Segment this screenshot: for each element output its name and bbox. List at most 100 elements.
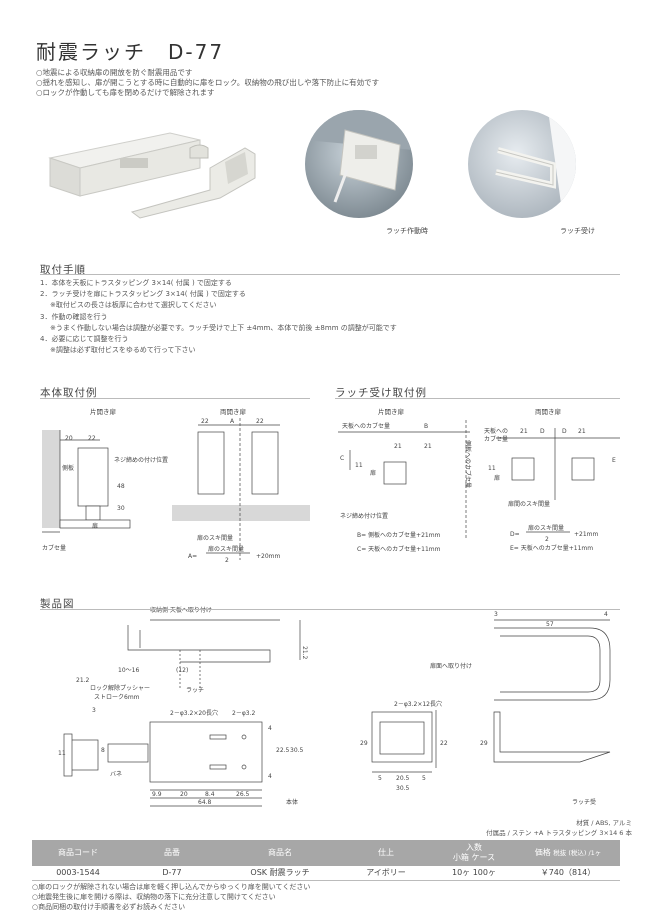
dim-30-5: 30.5 bbox=[290, 747, 304, 754]
label-top-mount: 収納側 天板へ取り付け bbox=[150, 606, 212, 614]
label-hole-round: 2－φ3.2 bbox=[232, 710, 256, 717]
warning-notes: ○扉のロックが解除されない場合は扉を軽く押し込んでからゆっくり扉を開いてください… bbox=[32, 882, 310, 912]
dim-r22: 22 bbox=[440, 740, 448, 747]
label-screw-r: ネジ締め付け位置 bbox=[340, 512, 388, 520]
caption-latch-receiver: ラッチ受け bbox=[560, 227, 595, 235]
mount-body-heading: 本体取付例 bbox=[40, 387, 98, 399]
accessory-line: 付属品 / ステン +A トラスタッピング 3×14 6 本 bbox=[486, 829, 632, 837]
dim-21-2b: 21.2 bbox=[76, 677, 90, 684]
label-screw: ネジ締めの付け位置 bbox=[114, 456, 168, 464]
dim-r20-5: 20.5 bbox=[396, 775, 410, 782]
warning-line: ○商品同梱の取付け手順書を必ずお読みください bbox=[32, 903, 186, 911]
dim-9-9: 9.9 bbox=[152, 791, 162, 798]
mount-receiver-heading: ラッチ受け取付例 bbox=[335, 387, 427, 399]
dim-21-2: 21.2 bbox=[301, 646, 308, 660]
cell-model: D-77 bbox=[124, 866, 220, 881]
formula-a-num: 扉のスキ間量 bbox=[208, 545, 244, 553]
dim-64-8: 64.8 bbox=[198, 799, 212, 806]
product-photo bbox=[48, 132, 256, 219]
label-door-r: 扉 bbox=[370, 469, 376, 477]
header-code: 商品コード bbox=[32, 840, 124, 866]
header-price-main: 価格 bbox=[534, 848, 551, 857]
table-row: 0003-1544 D-77 OSK 耐震ラッチ アイボリー 10ヶ 100ヶ … bbox=[32, 866, 620, 881]
label-fit: カブセ量 bbox=[42, 544, 66, 552]
dim-11: 11 bbox=[355, 462, 363, 469]
dim-20b: 20 bbox=[180, 791, 188, 798]
formula-a-den: 2 bbox=[225, 557, 229, 564]
dim-26-5: 26.5 bbox=[236, 791, 250, 798]
install-heading: 取付手順 bbox=[40, 264, 86, 276]
cell-name: OSK 耐震ラッチ bbox=[220, 866, 340, 881]
dim-r29b: 29 bbox=[480, 740, 488, 747]
dim-8: 8 bbox=[101, 747, 105, 754]
svg-text:21: 21 bbox=[578, 428, 586, 435]
cell-code: 0003-1544 bbox=[32, 866, 124, 881]
dim-20: 20 bbox=[65, 435, 73, 442]
dim-22-5: 22.5 bbox=[276, 747, 290, 754]
install-steps: 1．本体を天板にトラスタッピング 3×14( 付属 ) で固定する 2．ラッチ受… bbox=[40, 278, 397, 356]
dim-r3: 3 bbox=[494, 611, 498, 618]
product-receiver-dims: 3 57 4 扉面へ取り付け 2－φ3.2×12長穴 29 22 29 5 20… bbox=[360, 611, 608, 806]
cell-qty: 10ヶ 100ヶ bbox=[432, 866, 516, 881]
label-holes-recv: 2－φ3.2×12長穴 bbox=[394, 700, 442, 708]
header-model: 品番 bbox=[124, 840, 220, 866]
caption-body: 本体 bbox=[286, 798, 298, 806]
product-heading: 製品図 bbox=[40, 598, 75, 610]
dim-r4: 4 bbox=[604, 611, 608, 618]
formula-a-plus: +20mm bbox=[256, 553, 281, 560]
cell-finish: アイボリー bbox=[340, 866, 432, 881]
header-finish: 仕上 bbox=[340, 840, 432, 866]
receiver-mount-single: 天板へのカブセ量 B C 21 21 11 扉 ネジ締め付け位置 B= 側板への… bbox=[338, 420, 472, 553]
dim-21: 21 bbox=[394, 443, 402, 450]
label-door-side: 扉面へ取り付け bbox=[430, 662, 472, 670]
formula-d: D= bbox=[510, 531, 520, 538]
label-gap-r: 扉間のスキ間量 bbox=[508, 500, 550, 508]
svg-text:扉: 扉 bbox=[494, 474, 500, 482]
header-qty: 入数小箱 ケース bbox=[432, 840, 516, 866]
dim-r57: 57 bbox=[546, 621, 554, 628]
label-latch: ラッチ bbox=[186, 687, 204, 694]
spec-table: 商品コード 品番 商品名 仕上 入数小箱 ケース 価格 税抜 (税込) /1ヶ … bbox=[32, 840, 620, 881]
svg-text:D: D bbox=[562, 428, 567, 435]
step-note: ※調整は必ず取付ビスをゆるめて行って下さい bbox=[50, 346, 196, 355]
dim-C: C bbox=[340, 455, 344, 462]
dim-r29: 29 bbox=[360, 740, 368, 747]
step-line: 4．必要に応じて調整を行う bbox=[40, 335, 129, 344]
formula-e: E= 天板へのカブセ量+11mm bbox=[510, 544, 593, 552]
dim-10-16: 10〜16 bbox=[118, 667, 139, 674]
header-qty-bottom: 小箱 ケース bbox=[452, 853, 496, 862]
formula-b: B= 側板へのカブセ量+21mm bbox=[357, 531, 441, 539]
latch-receiver-photo bbox=[468, 110, 576, 218]
label-spring: バネ bbox=[110, 771, 122, 778]
formula-d-den: 2 bbox=[545, 536, 549, 543]
label-lock-pusher: ロック解除プッシャー bbox=[90, 684, 150, 692]
product-divider bbox=[40, 609, 620, 610]
dim-A: A bbox=[230, 418, 235, 425]
formula-d-plus: +21mm bbox=[574, 531, 599, 538]
header-name: 商品名 bbox=[220, 840, 340, 866]
formula-c: C= 天板へのカブセ量+11mm bbox=[357, 545, 441, 553]
product-body-dims: 収納側 天板へ取り付け 21.2 10〜16 (12) ラッチ ロック解除プッシ… bbox=[58, 606, 308, 806]
dim-4: 4 bbox=[268, 725, 272, 732]
label-stroke: ストローク6mm bbox=[94, 694, 140, 701]
receiver-single-label: 片開き扉 bbox=[378, 408, 404, 416]
step-line: 3．作動の確認を行う bbox=[40, 312, 108, 321]
header-price: 価格 税抜 (税込) /1ヶ bbox=[516, 840, 620, 866]
dim-12: (12) bbox=[176, 667, 188, 674]
label-side-board: 側板 bbox=[62, 464, 74, 472]
label-door: 扉 bbox=[92, 522, 98, 530]
dim-8-4: 8.4 bbox=[205, 791, 215, 798]
product-receiver-drawing bbox=[371, 619, 611, 773]
intro-line: ○揺れを感知し、扉が開こうとする時に自動的に扉をロック。収納物の飛び出しや落下防… bbox=[36, 78, 380, 87]
latch-active-photo bbox=[305, 110, 413, 218]
product-body-drawing bbox=[63, 619, 301, 807]
dim-r5b: 5 bbox=[422, 775, 426, 782]
caption-latch-active: ラッチ作動時 bbox=[386, 227, 428, 235]
label-gap: 扉のスキ間量 bbox=[197, 534, 233, 542]
header-qty-top: 入数 bbox=[466, 843, 482, 852]
step-line: 1．本体を天板にトラスタッピング 3×14( 付属 ) で固定する bbox=[40, 279, 232, 287]
dim-B: B bbox=[424, 423, 428, 430]
dim-30: 30 bbox=[117, 505, 125, 512]
label-holes-body: 2－φ3.2×20長穴 bbox=[170, 709, 218, 717]
